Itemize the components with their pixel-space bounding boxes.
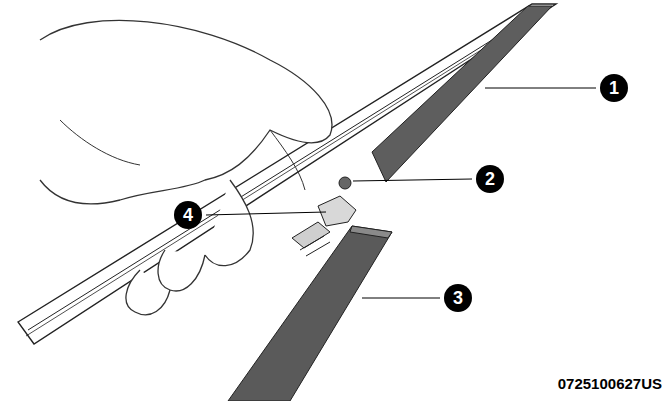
callout-number: 1 bbox=[600, 74, 628, 102]
leader-line bbox=[353, 179, 472, 181]
pivot-nub bbox=[339, 177, 351, 189]
wiper-arm bbox=[228, 226, 392, 401]
hand-outline bbox=[40, 20, 332, 204]
leader-line bbox=[485, 88, 596, 89]
leader-line bbox=[206, 212, 326, 215]
blade-band bbox=[372, 6, 552, 182]
hand-fingers bbox=[126, 180, 253, 315]
callout-number: 4 bbox=[174, 201, 202, 229]
figure-code: 0725100627US bbox=[558, 375, 662, 392]
blade-line bbox=[28, 10, 540, 330]
clip bbox=[318, 196, 356, 226]
arm-end bbox=[350, 226, 392, 238]
callout-number: 2 bbox=[476, 165, 504, 193]
clip-teeth-lines bbox=[300, 236, 330, 256]
callout-number: 3 bbox=[444, 284, 472, 312]
leader-line bbox=[362, 298, 440, 299]
blade-frame bbox=[18, 4, 556, 344]
hand-creases bbox=[60, 120, 305, 190]
blade-line bbox=[26, 8, 548, 336]
